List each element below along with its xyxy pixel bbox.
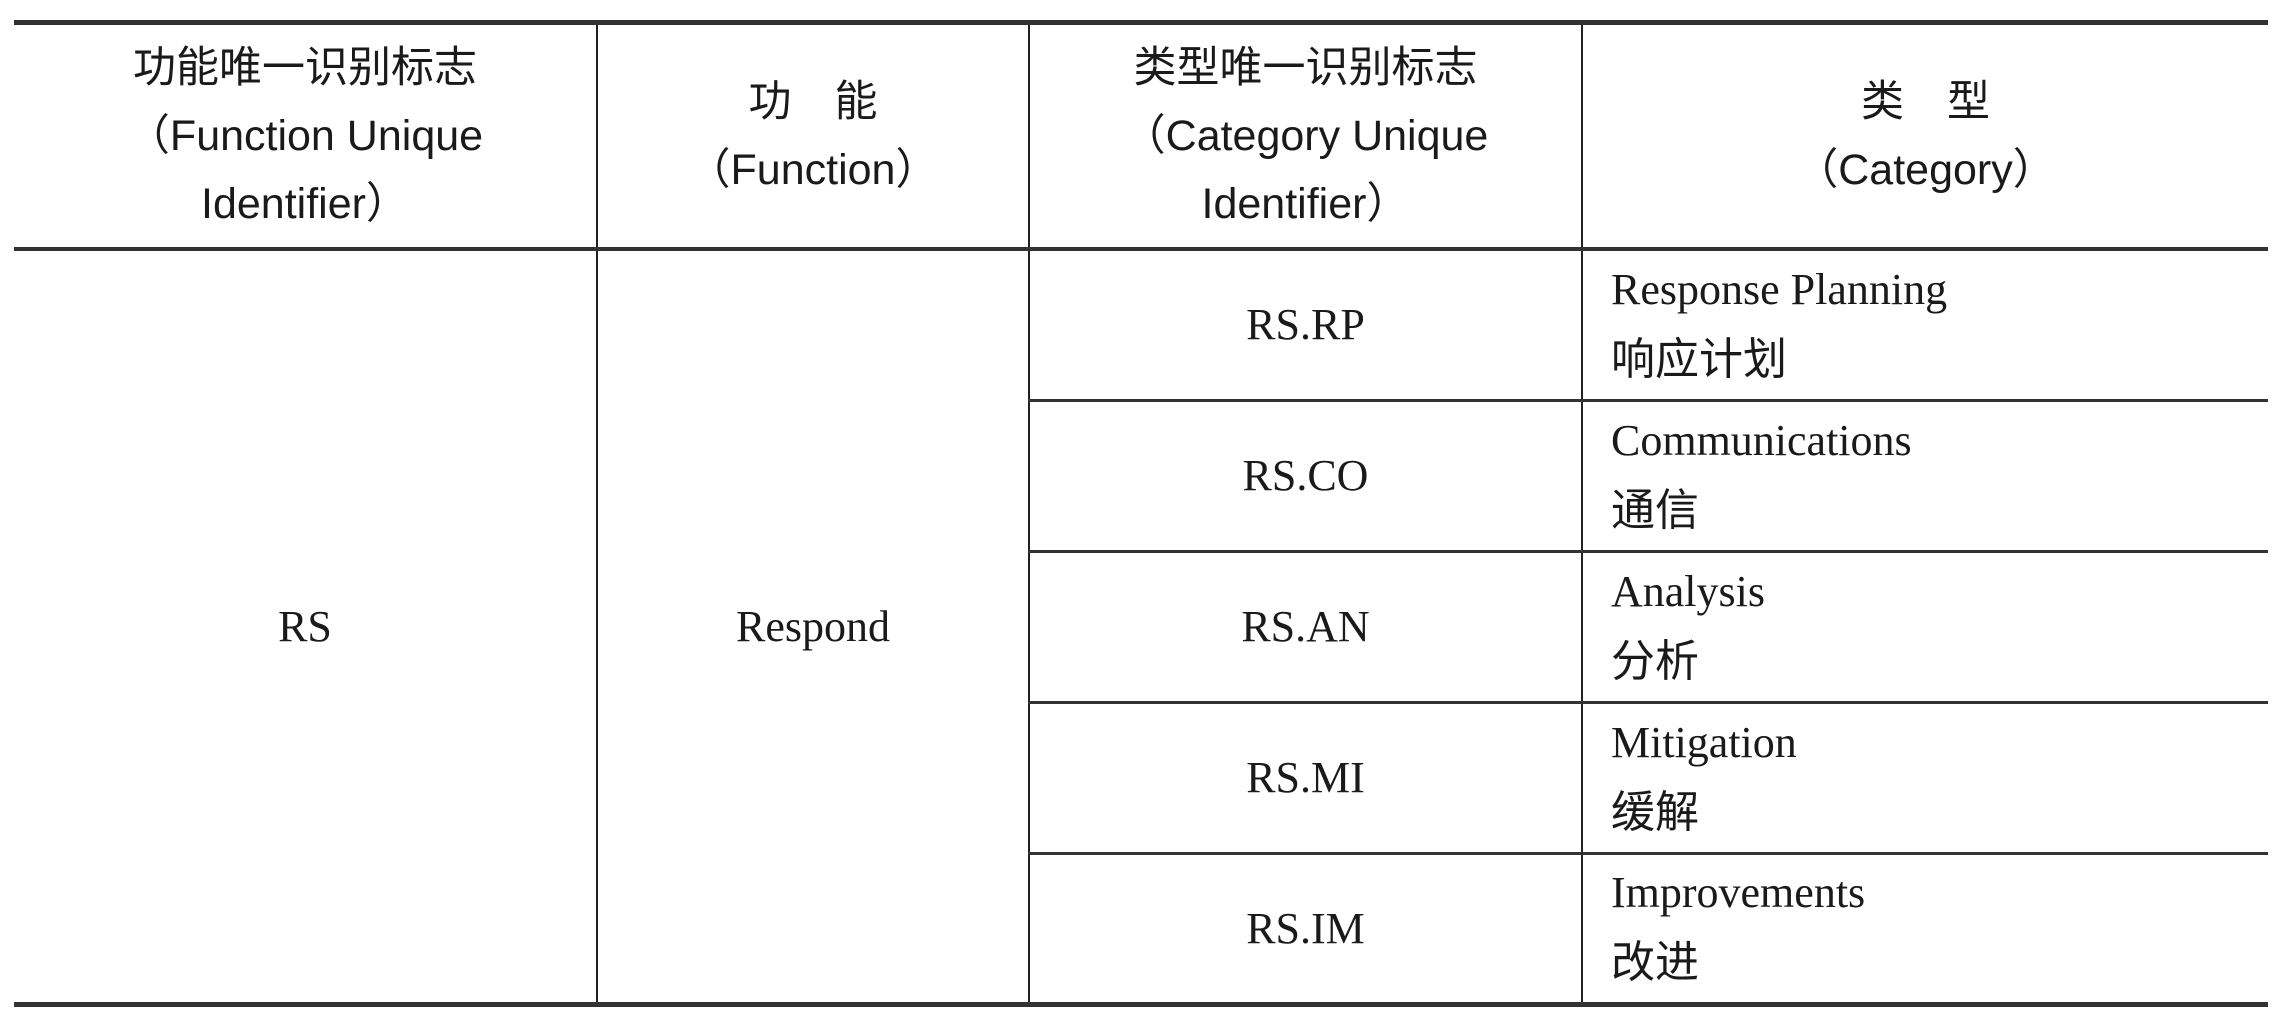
- category-cell: Analysis 分析: [1581, 549, 2268, 702]
- category-id-cell: RS.IM: [1028, 851, 1583, 1004]
- header-category-id: 类型唯一识别标志 （Category Unique Identifier）: [1028, 22, 1583, 249]
- header-cn: 功能唯一识别标志: [133, 44, 477, 92]
- table-row: RS.CO Communications 通信: [14, 398, 2268, 551]
- table-row: RS.MI Mitigation 缓解: [14, 700, 2268, 853]
- category-cn: 改进: [1611, 938, 1699, 987]
- table-row: RS.IM Improvements 改进: [14, 851, 2268, 1004]
- category-cell: Communications 通信: [1581, 398, 2268, 551]
- category-id-cell: RS.AN: [1028, 549, 1583, 702]
- category-cn: 通信: [1611, 485, 1699, 535]
- header-en: （Function）: [687, 146, 939, 194]
- header-en: （Category）: [1795, 146, 2056, 194]
- category-en: Improvements: [1611, 868, 1866, 917]
- category-id-cell: RS.RP: [1028, 247, 1583, 400]
- category-cn: 缓解: [1611, 787, 1699, 837]
- header-function: 功 能 （Function）: [596, 22, 1030, 249]
- header-en: （Category Unique Identifier）: [1122, 112, 1489, 228]
- header-cn: 类 型: [1861, 78, 1990, 126]
- category-cell: Mitigation 缓解: [1581, 700, 2268, 853]
- category-en: Analysis: [1611, 566, 1765, 616]
- category-cell: Response Planning 响应计划: [1581, 247, 2268, 400]
- header-category: 类 型 （Category）: [1581, 22, 2268, 249]
- function-cell: Respond: [596, 249, 1030, 1004]
- table-row: RS Respond RS.RP Response Planning 响应计划: [14, 247, 2268, 1004]
- category-en: Mitigation: [1611, 717, 1797, 767]
- category-id-cell: RS.CO: [1028, 398, 1583, 551]
- header-cn: 功 能: [748, 78, 878, 126]
- category-cn: 响应计划: [1611, 334, 1787, 384]
- header-en: （Function Unique Identifier）: [126, 112, 484, 228]
- category-table: 功能唯一识别标志 （Function Unique Identifier） 功 能…: [14, 20, 2268, 1007]
- category-cell: Improvements 改进: [1581, 851, 2268, 1004]
- header-row: 功能唯一识别标志 （Function Unique Identifier） 功 能…: [14, 22, 2268, 249]
- header-cn: 类型唯一识别标志: [1133, 44, 1478, 92]
- category-en: Response Planning: [1611, 264, 1948, 314]
- function-id-cell: RS: [14, 249, 598, 1004]
- category-en: Communications: [1611, 415, 1912, 465]
- category-cn: 分析: [1611, 636, 1699, 686]
- category-id-cell: RS.MI: [1028, 700, 1583, 853]
- table-row: RS.AN Analysis 分析: [14, 549, 2268, 702]
- header-function-id: 功能唯一识别标志 （Function Unique Identifier）: [14, 22, 598, 249]
